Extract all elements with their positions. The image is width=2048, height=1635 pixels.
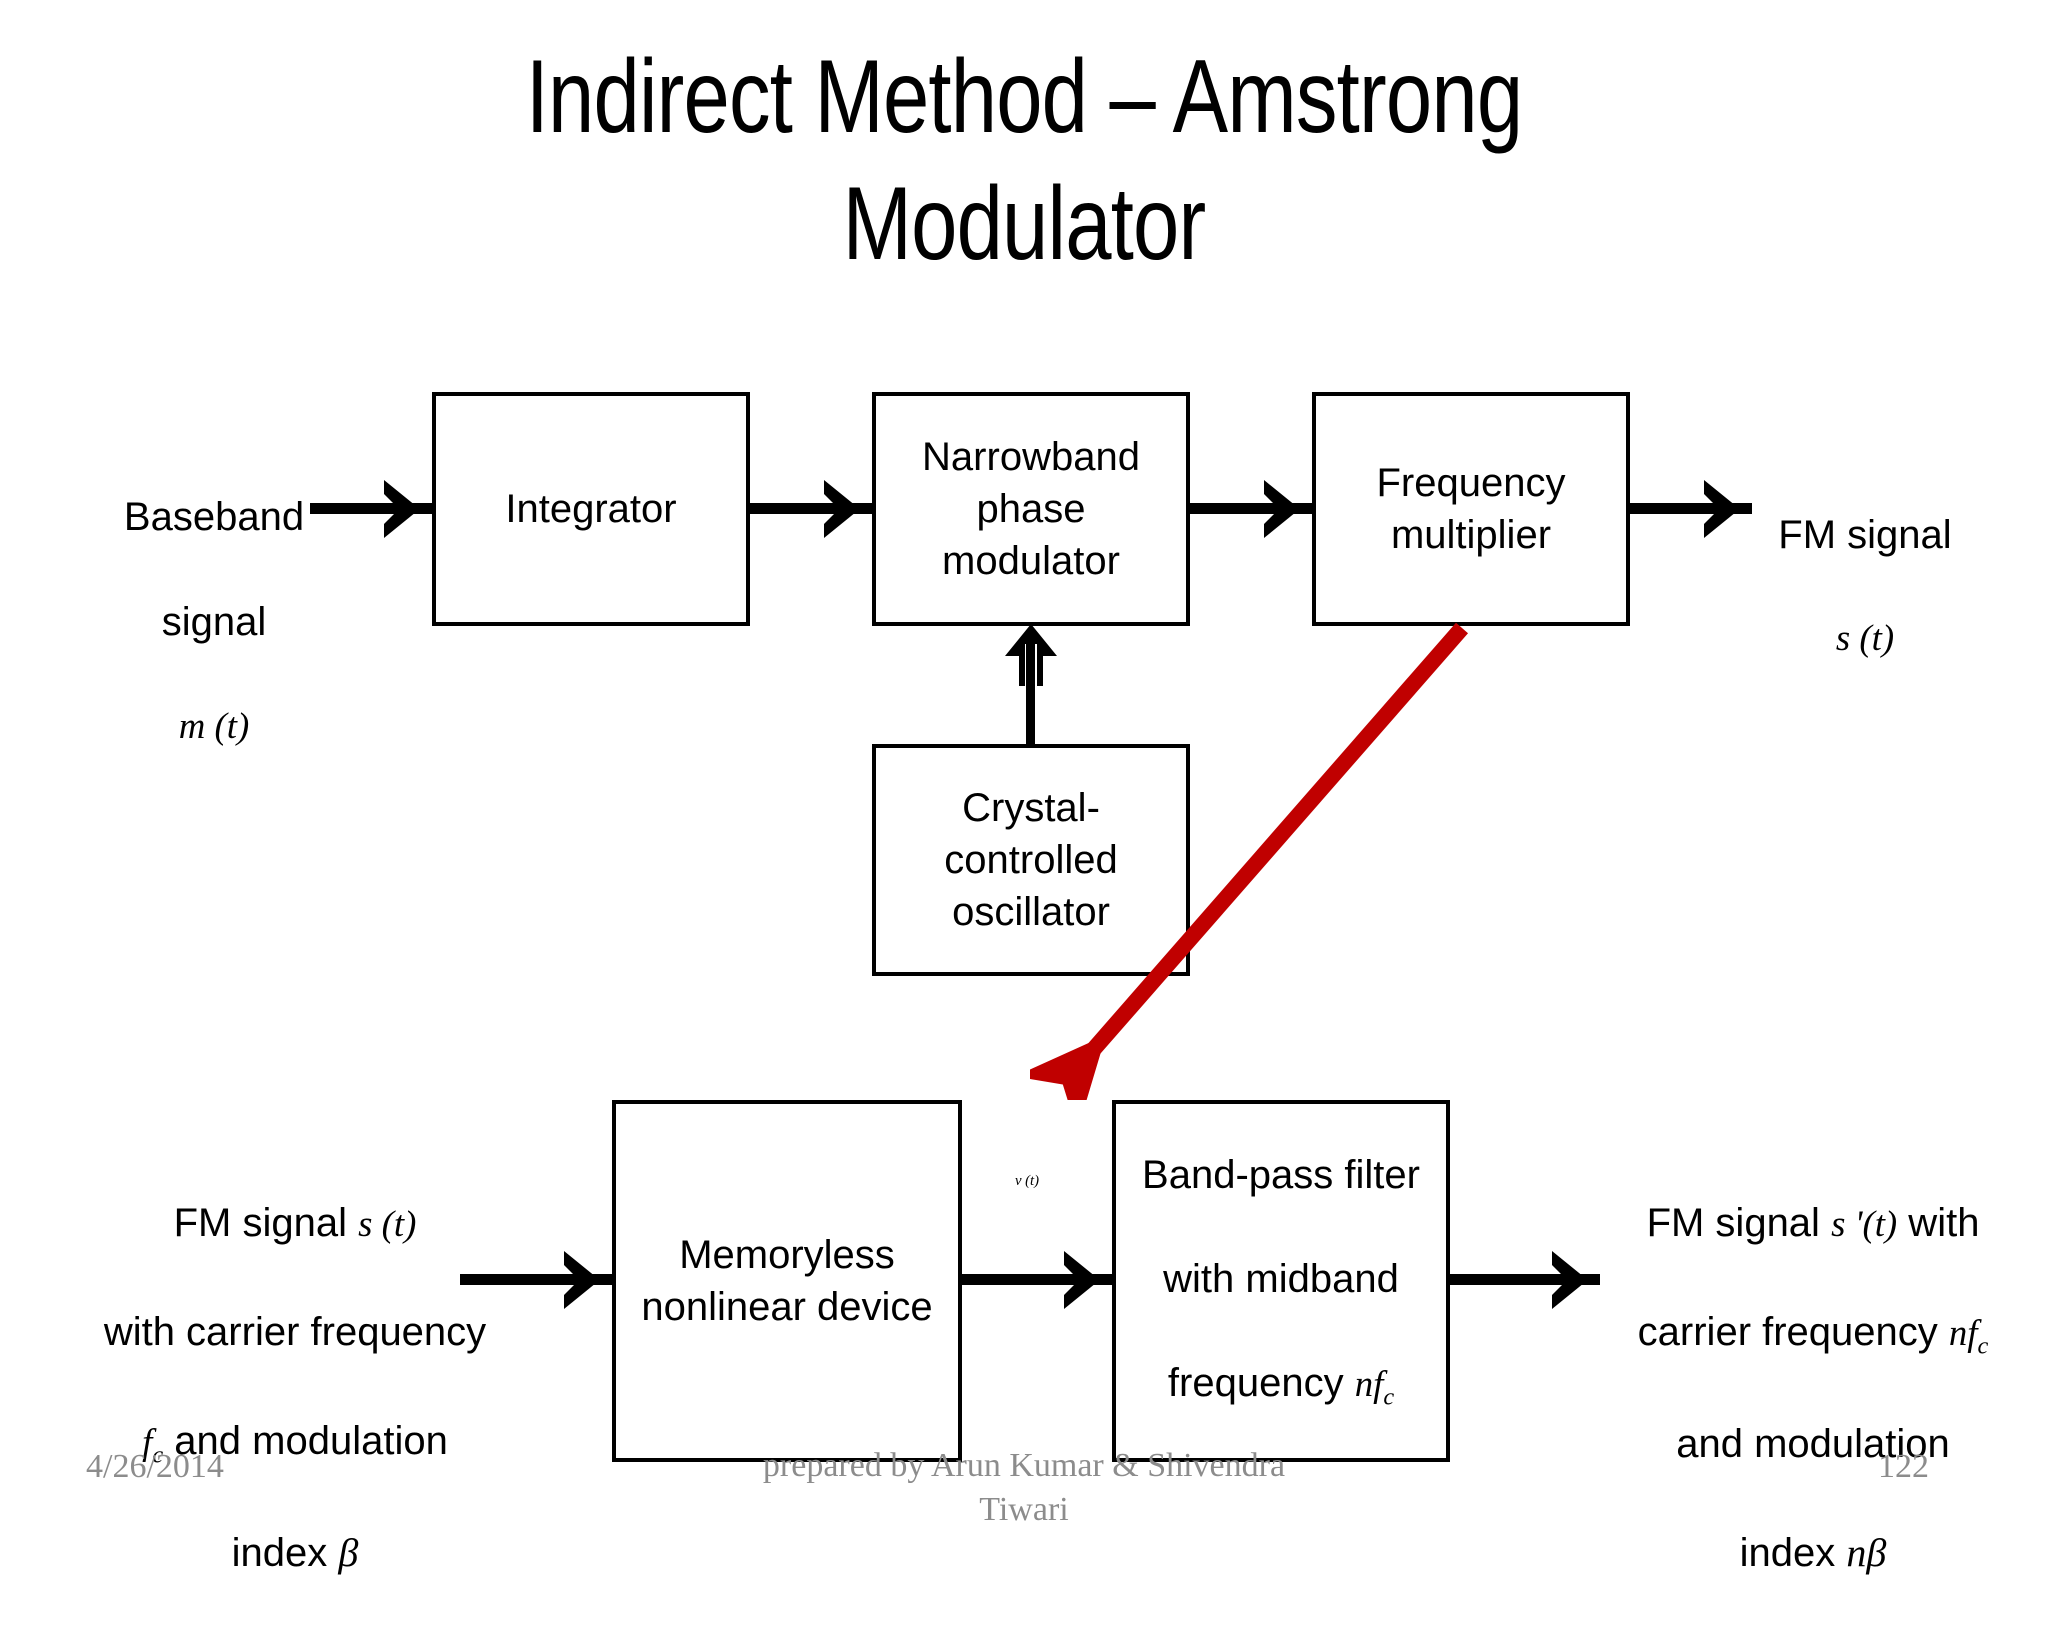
bottom-input-line4-text: index bbox=[231, 1530, 339, 1575]
bottom-output-math2-base: nf bbox=[1948, 1312, 1978, 1354]
connector-input-to-memoryless bbox=[460, 1274, 612, 1285]
bottom-input-line1: FM signal s (t) bbox=[70, 1196, 520, 1250]
arrowhead-icon bbox=[370, 480, 416, 538]
connector-oscillator-to-nbpm bbox=[1026, 640, 1035, 748]
footer-page-number: 122 bbox=[1878, 1448, 1929, 1485]
bpf-math-base: nf bbox=[1354, 1363, 1384, 1405]
block-narrowband-phase-modulator[interactable]: Narrowband phase modulator bbox=[872, 392, 1190, 626]
fm-signal-line1: FM signal bbox=[1778, 512, 1952, 557]
arrowhead-icon bbox=[1050, 1251, 1096, 1309]
baseband-line1: Baseband bbox=[123, 494, 305, 539]
bottom-output-line2: carrier frequency nfc bbox=[1578, 1305, 2048, 1362]
bpf-line3-text: frequency bbox=[1167, 1361, 1355, 1406]
block-memoryless-nonlinear-device[interactable]: Memoryless nonlinear device bbox=[612, 1100, 962, 1462]
bpf-line2: with midband bbox=[1163, 1257, 1399, 1302]
arrowhead-icon bbox=[810, 480, 856, 538]
bottom-output-math2-sub: c bbox=[1977, 1332, 1989, 1360]
mid-signal-label: v (t) bbox=[1014, 1173, 1040, 1189]
arrowhead-icon bbox=[550, 1251, 596, 1309]
bottom-input-beta: β bbox=[338, 1529, 359, 1575]
bottom-input-line4: index β bbox=[70, 1526, 520, 1580]
block-integrator[interactable]: Integrator bbox=[432, 392, 750, 626]
bottom-input-math2-base: f bbox=[142, 1420, 153, 1462]
bottom-output-line1: FM signal s '(t) with bbox=[1578, 1196, 2048, 1250]
baseband-line2: signal bbox=[161, 600, 267, 645]
footer-date: 4/26/2014 bbox=[86, 1448, 224, 1485]
bottom-output-line4: index nβ bbox=[1578, 1526, 2048, 1580]
bottom-input-math2-sub: c bbox=[152, 1441, 164, 1469]
arrowhead-icon bbox=[1250, 480, 1296, 538]
arrowhead-icon bbox=[1538, 1251, 1584, 1309]
bottom-input-line1-text: FM signal bbox=[173, 1201, 359, 1246]
bottom-output-line4-text: index bbox=[1739, 1530, 1847, 1575]
bottom-output-line1b-text: with bbox=[1897, 1201, 1980, 1246]
bottom-input-math1: s (t) bbox=[358, 1203, 417, 1245]
bottom-output-label: FM signal s '(t) with carrier frequency … bbox=[1578, 1142, 2048, 1635]
arrowhead-up-icon bbox=[1005, 624, 1057, 686]
bottom-output-math1: s '(t) bbox=[1831, 1203, 1898, 1245]
baseband-math: m (t) bbox=[178, 704, 250, 746]
baseband-signal-label: Baseband signal m (t) bbox=[44, 438, 384, 803]
bpf-math: nfc bbox=[1354, 1363, 1394, 1410]
bottom-output-nbeta: nβ bbox=[1846, 1529, 1887, 1575]
bpf-math-sub: c bbox=[1383, 1383, 1395, 1411]
fm-signal-output-label: FM signal s (t) bbox=[1700, 456, 2030, 716]
block-diagram: Baseband signal m (t) Integrator Narrowb… bbox=[44, 392, 2030, 1575]
bottom-output-math2: nfc bbox=[1948, 1312, 1988, 1359]
block-crystal-controlled-oscillator[interactable]: Crystal- controlled oscillator bbox=[872, 744, 1190, 976]
bpf-line3: frequency nfc bbox=[1116, 1357, 1446, 1413]
bpf-line1: Band-pass filter bbox=[1142, 1153, 1420, 1198]
block-frequency-multiplier[interactable]: Frequency multiplier bbox=[1312, 392, 1630, 626]
arrowhead-icon bbox=[1690, 480, 1736, 538]
page-title: Indirect Method – Amstrong Modulator bbox=[525, 39, 1523, 282]
bottom-input-line3-text: and modulation bbox=[163, 1418, 448, 1463]
bottom-output-line1-text: FM signal bbox=[1646, 1201, 1832, 1246]
block-band-pass-filter[interactable]: Band-pass filter with midband frequency … bbox=[1112, 1100, 1450, 1462]
bottom-output-line3: and modulation bbox=[1676, 1421, 1950, 1466]
bottom-input-line3: fc and modulation bbox=[70, 1414, 520, 1471]
fm-signal-math: s (t) bbox=[1835, 617, 1895, 659]
bottom-input-line2: with carrier frequency bbox=[103, 1310, 487, 1355]
bottom-input-label: FM signal s (t) with carrier frequency f… bbox=[70, 1142, 520, 1635]
bottom-input-math2: fc bbox=[142, 1420, 163, 1468]
footer-credit: prepared by Arun Kumar & Shivendra Tiwar… bbox=[762, 1447, 1286, 1529]
connector-memoryless-to-bandpass bbox=[962, 1274, 1112, 1285]
bottom-output-line2-text: carrier frequency bbox=[1637, 1310, 1949, 1355]
connector-bandpass-to-output bbox=[1450, 1274, 1600, 1285]
